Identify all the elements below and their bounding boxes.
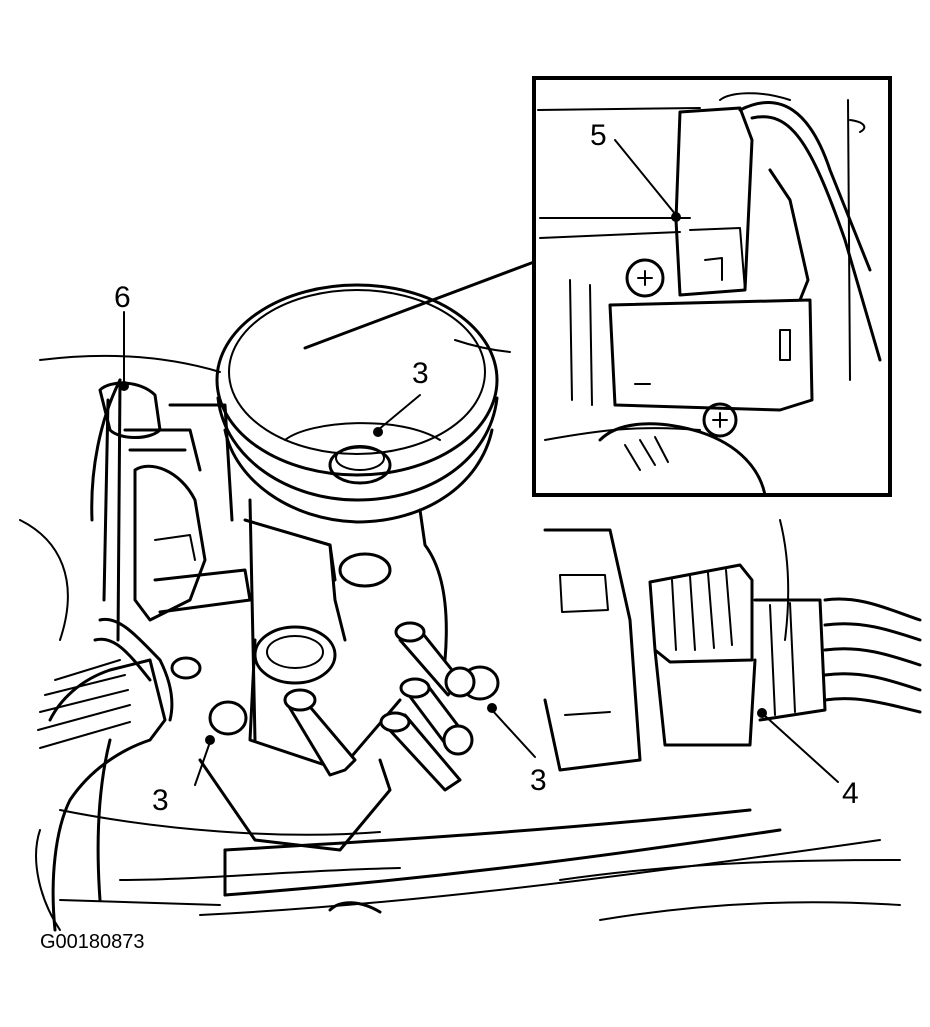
lower-hose — [223, 808, 782, 897]
inset-frame — [532, 76, 892, 497]
detail-inset — [532, 76, 892, 497]
vacuum-nipples — [198, 621, 476, 852]
callout-3-top: 3 — [412, 357, 429, 390]
left-hose — [37, 378, 174, 932]
inset-leader — [303, 260, 536, 350]
callout-6: 6 — [114, 281, 131, 314]
callout-4: 4 — [842, 777, 859, 810]
callout-3-right: 3 — [530, 764, 547, 797]
bracket — [98, 378, 252, 642]
callout-3-left: 3 — [152, 784, 169, 817]
callout-5: 5 — [590, 119, 607, 152]
connector-assembly — [543, 528, 922, 772]
callout-leaders — [119, 139, 839, 786]
figure-id: G00180873 — [40, 931, 145, 953]
throttle-body — [170, 283, 500, 772]
